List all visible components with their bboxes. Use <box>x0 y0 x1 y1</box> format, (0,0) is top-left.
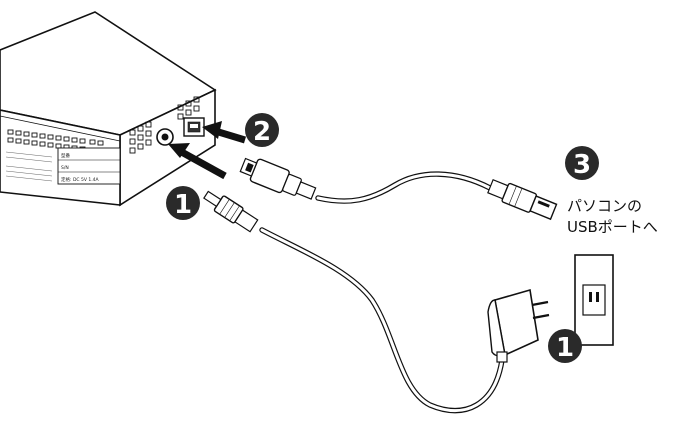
step-badge-3: 3 <box>565 146 599 180</box>
device-enclosure: 型番 S/N 定格: DC 5V 1.4A <box>0 11 217 207</box>
step-badge-2-number: 2 <box>253 117 271 147</box>
serial-label: S/N <box>61 165 69 171</box>
usb-b-plug <box>239 157 317 200</box>
usb-cable <box>239 157 558 221</box>
step-badge-1-device: 1 <box>166 186 200 220</box>
vent-slots-front <box>7 129 104 152</box>
step-badge-1-outlet-number: 1 <box>556 333 574 363</box>
usb-a-plug <box>487 178 558 221</box>
dc-barrel-plug <box>203 190 259 233</box>
ac-adapter <box>487 288 550 363</box>
step-badge-3-number: 3 <box>573 150 591 180</box>
rating-label-plate: 型番 S/N 定格: DC 5V 1.4A <box>57 147 121 185</box>
model-label: 型番 <box>61 152 70 159</box>
step-badge-1-number: 1 <box>174 190 192 220</box>
arrow-to-power-jack <box>168 143 227 180</box>
warning-text-lines <box>5 151 53 182</box>
vent-slots-back <box>129 96 200 154</box>
destination-label-line1: パソコンの <box>567 197 642 215</box>
wall-outlet <box>574 254 614 346</box>
power-rating-label: 定格: DC 5V 1.4A <box>61 176 100 183</box>
dc-power-cable <box>203 190 505 414</box>
destination-label-line2: USBポートへ <box>567 218 658 236</box>
step-badge-2: 2 <box>245 113 279 147</box>
usb-b-port <box>183 117 205 137</box>
step-badge-1-outlet: 1 <box>548 329 582 363</box>
arrow-to-usb-port <box>202 121 247 144</box>
dc-power-jack <box>156 128 174 146</box>
